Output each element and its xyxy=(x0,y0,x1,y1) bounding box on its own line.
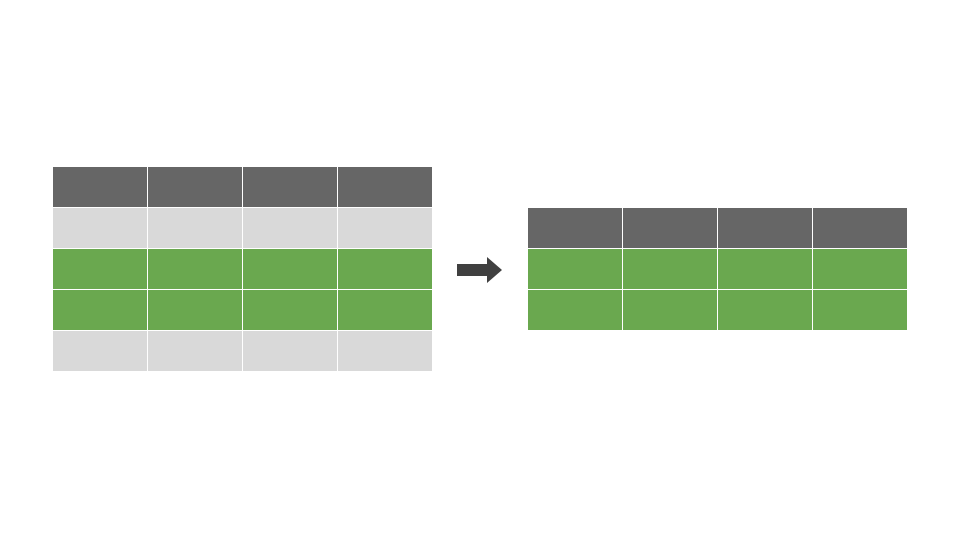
result-selected-row-cell xyxy=(813,249,907,289)
result-header-cell xyxy=(528,208,622,248)
source-header-cell xyxy=(243,167,337,207)
source-excluded-row-cell xyxy=(243,331,337,371)
source-excluded-row-cell xyxy=(53,208,147,248)
source-excluded-row-cell xyxy=(148,208,242,248)
source-selected-row-cell xyxy=(243,290,337,330)
result-selected-row-cell xyxy=(623,290,717,330)
source-selected-row-cell xyxy=(338,290,432,330)
result-selected-row-cell xyxy=(528,290,622,330)
source-header-cell xyxy=(338,167,432,207)
source-excluded-row-cell xyxy=(53,331,147,371)
result-header-cell xyxy=(813,208,907,248)
source-selected-row-cell xyxy=(148,290,242,330)
result-table xyxy=(528,208,907,330)
result-selected-row-cell xyxy=(718,249,812,289)
result-selected-row-cell xyxy=(623,249,717,289)
source-header-cell xyxy=(148,167,242,207)
source-selected-row-cell xyxy=(243,249,337,289)
right-arrow-icon xyxy=(457,257,502,283)
source-selected-row-cell xyxy=(53,290,147,330)
source-selected-row-cell xyxy=(53,249,147,289)
source-excluded-row-cell xyxy=(243,208,337,248)
result-header-cell xyxy=(718,208,812,248)
result-selected-row-cell xyxy=(813,290,907,330)
result-selected-row-cell xyxy=(528,249,622,289)
source-selected-row-cell xyxy=(338,249,432,289)
source-excluded-row-cell xyxy=(338,331,432,371)
source-table xyxy=(53,167,432,371)
source-header-cell xyxy=(53,167,147,207)
source-excluded-row-cell xyxy=(148,331,242,371)
source-selected-row-cell xyxy=(148,249,242,289)
result-selected-row-cell xyxy=(718,290,812,330)
source-excluded-row-cell xyxy=(338,208,432,248)
result-header-cell xyxy=(623,208,717,248)
